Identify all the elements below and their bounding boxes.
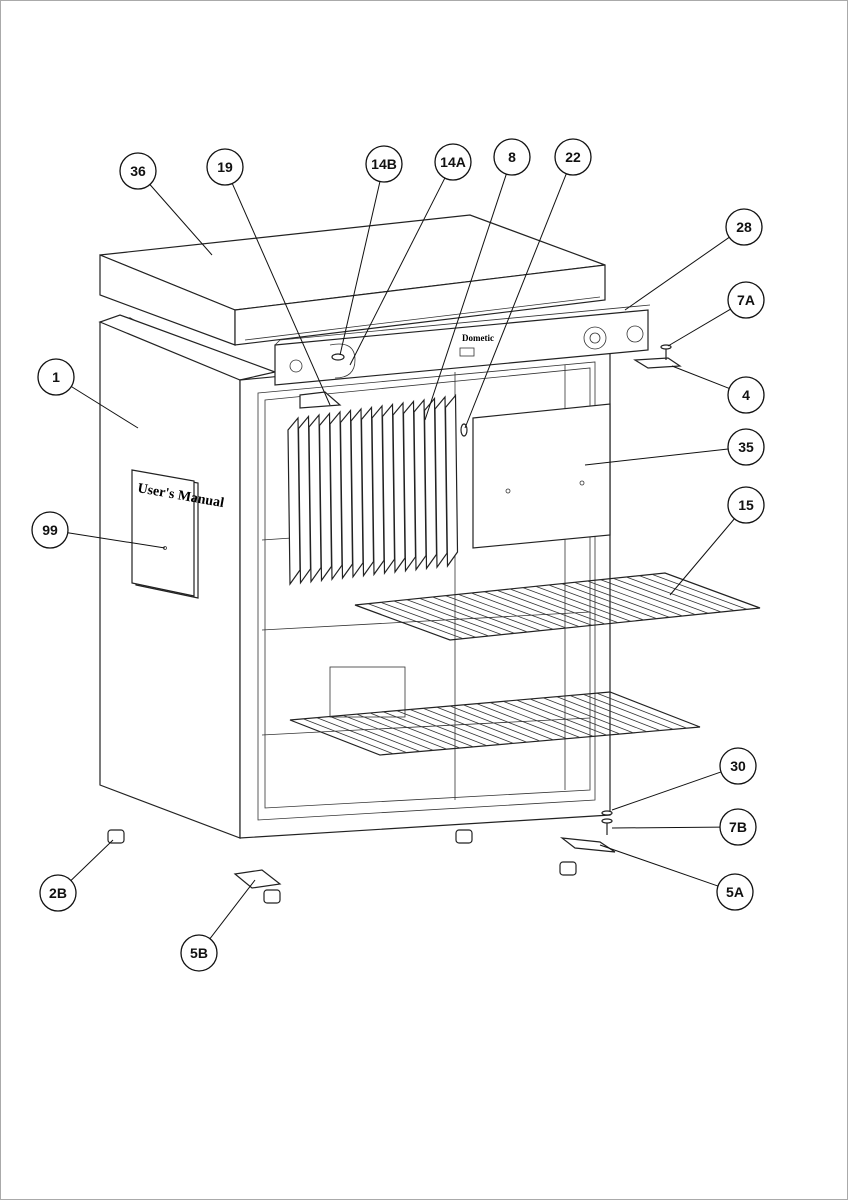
callout-label: 4 xyxy=(742,387,750,403)
callout-5a: 5A xyxy=(716,873,754,911)
callout-label: 14B xyxy=(371,156,397,172)
callout-label: 19 xyxy=(217,159,233,175)
leader-line xyxy=(669,518,735,596)
control-panel: Dometic xyxy=(274,304,651,386)
callout-36: 36 xyxy=(119,152,157,190)
callout-8: 8 xyxy=(493,138,531,176)
leader-line xyxy=(584,448,729,466)
callout-label: 5A xyxy=(726,884,744,900)
callouts: 36 19 14B 14A 8 22 28 7A 4 1 35 99 15 30 7B 5A 2B 5B xyxy=(31,138,765,972)
callout-15: 15 xyxy=(727,486,765,524)
callout-label: 14A xyxy=(440,154,466,170)
callout-30: 30 xyxy=(719,747,757,785)
callout-7a: 7A xyxy=(727,281,765,319)
callout-label: 1 xyxy=(52,369,60,385)
callout-label: 35 xyxy=(738,439,754,455)
leader-line xyxy=(339,181,381,356)
brand-label: Dometic xyxy=(462,333,494,343)
cover-plate xyxy=(472,403,611,549)
leader-line xyxy=(611,771,722,811)
callout-99: 99 xyxy=(31,511,69,549)
callout-5b: 5B xyxy=(180,934,218,972)
callout-14a: 14A xyxy=(434,143,472,181)
callout-1: 1 xyxy=(37,358,75,396)
callout-label: 28 xyxy=(736,219,752,235)
leader-line xyxy=(424,173,507,421)
callout-4: 4 xyxy=(727,376,765,414)
callout-label: 15 xyxy=(738,497,754,513)
user-manual: User's Manual xyxy=(131,469,225,599)
callout-label: 99 xyxy=(42,522,58,538)
callout-label: 5B xyxy=(190,945,208,961)
callout-28: 28 xyxy=(725,208,763,246)
leader-line xyxy=(624,236,730,311)
callout-7b: 7B xyxy=(719,808,757,846)
top-cover xyxy=(99,214,606,346)
leader-line xyxy=(611,826,721,829)
shelves xyxy=(289,572,761,756)
callout-label: 7B xyxy=(729,819,747,835)
leader-line xyxy=(71,386,139,429)
hinge-4 xyxy=(633,357,682,369)
freezer-evaporator xyxy=(287,393,459,586)
leader-line xyxy=(464,173,567,429)
callout-label: 22 xyxy=(565,149,581,165)
leader-line xyxy=(667,308,731,347)
leader-line xyxy=(70,839,114,881)
callout-14b: 14B xyxy=(365,145,403,183)
callout-2b: 2B xyxy=(39,874,77,912)
leader-line xyxy=(671,365,730,389)
callout-label: 36 xyxy=(130,163,146,179)
leader-line xyxy=(149,184,213,256)
callout-19: 19 xyxy=(206,148,244,186)
fin xyxy=(444,393,459,568)
callout-35: 35 xyxy=(727,428,765,466)
callout-label: 7A xyxy=(737,292,755,308)
leader-line xyxy=(231,183,331,406)
feet xyxy=(107,810,616,904)
callout-label: 8 xyxy=(508,149,516,165)
leader-line xyxy=(599,844,719,887)
callout-label: 2B xyxy=(49,885,67,901)
leader-line xyxy=(349,177,446,366)
callout-22: 22 xyxy=(554,138,592,176)
callout-label: 30 xyxy=(730,758,746,774)
leader-line xyxy=(67,532,166,549)
leader-line xyxy=(209,879,256,940)
